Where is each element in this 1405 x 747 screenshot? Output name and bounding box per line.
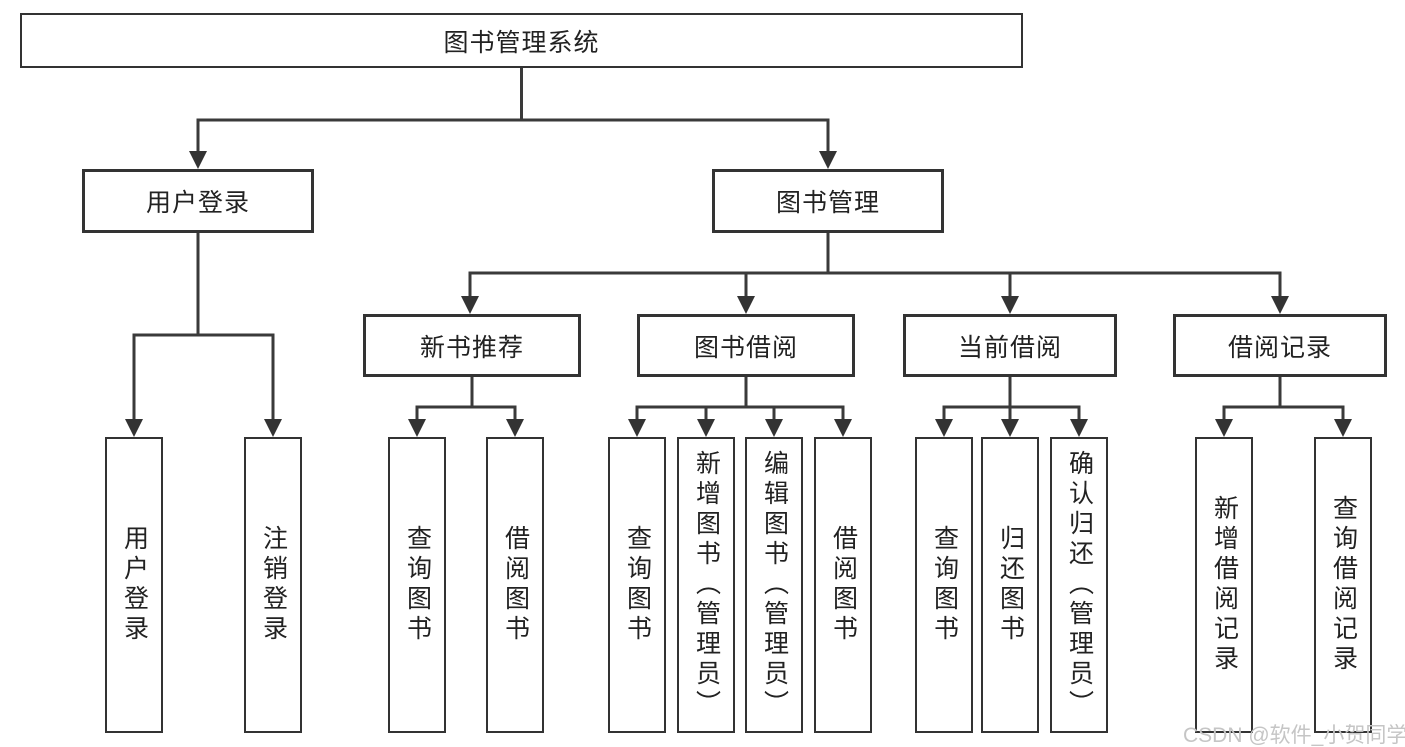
node-label: 图书管理系统 [443,28,600,57]
node-book-management: 图书管理 [712,169,944,233]
node-current-borrowing: 当前借阅 [903,314,1117,377]
leaf-query-books-newbooks: 查询图书 [388,437,446,733]
leaf-user-login: 用户登录 [105,437,163,733]
node-label: 当前借阅 [957,333,1062,362]
leaf-edit-books-admin: 编辑图书（管理员） [745,437,803,733]
leaf-add-borrow-record: 新增借阅记录 [1195,437,1253,733]
node-library-management-system: 图书管理系统 [20,13,1023,68]
leaf-label: 借阅图书 [501,525,530,645]
leaf-confirm-return-admin: 确认归还（管理员） [1050,437,1108,733]
node-label: 图书借阅 [693,333,798,362]
leaf-label: 查询借阅记录 [1329,495,1358,675]
leaf-label: 注销登录 [259,525,288,645]
leaf-label: 归还图书 [996,525,1025,645]
node-label: 借阅记录 [1227,333,1332,362]
node-new-book-recommendation: 新书推荐 [363,314,581,377]
node-label: 用户登录 [145,189,250,217]
node-label: 图书管理 [775,189,880,217]
leaf-query-books-borrowing: 查询图书 [608,437,666,733]
leaf-label: 用户登录 [120,525,149,645]
leaf-borrow-books-newbooks: 借阅图书 [486,437,544,733]
leaf-add-books-admin: 新增图书（管理员） [677,437,735,733]
node-book-borrowing: 图书借阅 [637,314,855,377]
leaf-query-books-current: 查询图书 [915,437,973,733]
leaf-label: 新增借阅记录 [1210,495,1239,675]
leaf-return-books: 归还图书 [981,437,1039,733]
leaf-label: 查询图书 [623,525,652,645]
node-label: 新书推荐 [419,333,524,362]
leaf-label: 新增图书（管理员） [692,450,721,720]
node-borrowing-records: 借阅记录 [1173,314,1387,377]
leaf-logout: 注销登录 [244,437,302,733]
node-user-login: 用户登录 [82,169,314,233]
watermark-text: CSDN @软件_小贺同学 [1183,724,1405,747]
leaf-label: 借阅图书 [829,525,858,645]
leaf-query-borrow-record: 查询借阅记录 [1314,437,1372,733]
leaf-label: 查询图书 [930,525,959,645]
leaf-label: 确认归还（管理员） [1065,450,1094,720]
leaf-label: 查询图书 [403,525,432,645]
leaf-borrow-books-borrowing: 借阅图书 [814,437,872,733]
leaf-label: 编辑图书（管理员） [760,450,789,720]
arrowheads [125,151,1352,437]
